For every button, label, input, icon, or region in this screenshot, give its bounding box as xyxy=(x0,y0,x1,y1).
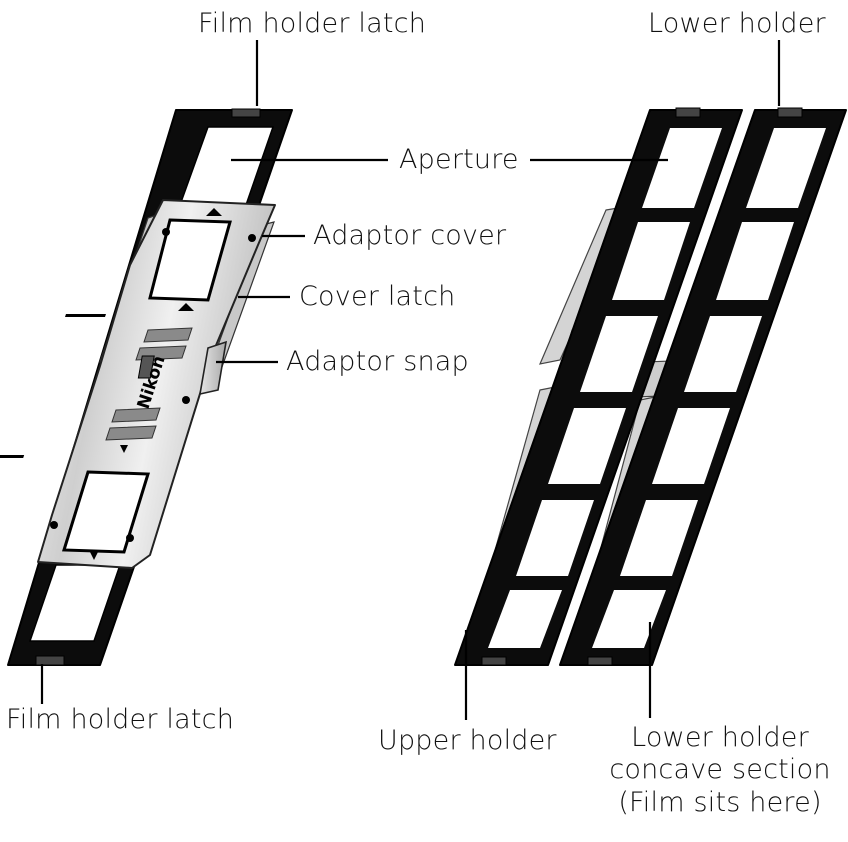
label-aperture: Aperture xyxy=(399,144,519,175)
label-film-holder-latch-bottom: Film holder latch xyxy=(6,704,235,735)
label-lower-holder-concave-line2: concave section xyxy=(609,754,831,786)
label-adaptor-cover: Adaptor cover xyxy=(313,220,507,251)
label-lower-holder: Lower holder xyxy=(648,8,826,39)
top-latch-tab xyxy=(231,108,261,118)
upper-holder-strip xyxy=(454,107,743,666)
label-upper-holder: Upper holder xyxy=(378,725,557,756)
adaptor-snap-part xyxy=(199,340,228,396)
label-lower-holder-concave-line3: (Film sits here) xyxy=(618,786,822,818)
label-adaptor-snap: Adaptor snap xyxy=(286,346,469,377)
label-lower-holder-concave-line1: Lower holder xyxy=(631,722,809,753)
lower-holder-strip xyxy=(559,107,847,666)
label-lower-holder-concave: Lower holder concave section (Film sits … xyxy=(600,722,840,819)
adaptor-cover-plate xyxy=(0,199,276,569)
leader-lines xyxy=(40,40,781,720)
bottom-latch-tab xyxy=(35,655,65,666)
label-cover-latch: Cover latch xyxy=(299,281,456,312)
label-film-holder-latch-top: Film holder latch xyxy=(198,8,427,39)
